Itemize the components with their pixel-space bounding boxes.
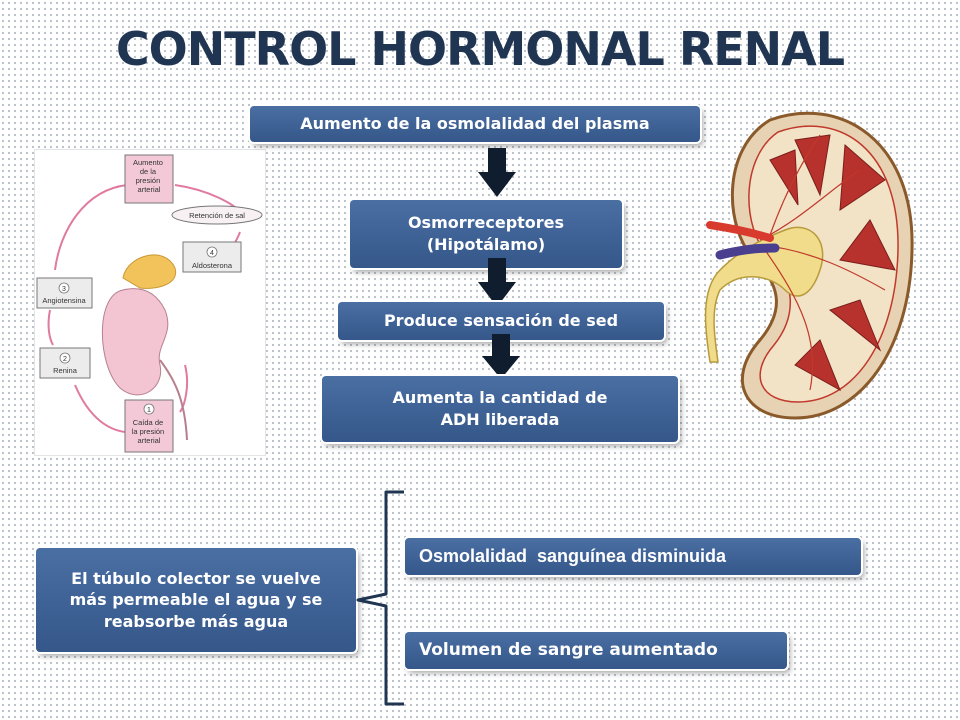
tubulo-colector-box: El túbulo colector se vuelve más permeab… — [36, 548, 356, 652]
num-circle-2 — [59, 352, 71, 364]
cycle-arrow-kidney — [179, 364, 189, 413]
label-aldosterona: Aldosterona — [192, 261, 233, 270]
flow-step-osmolalidad-label: Aumento de la osmolalidad del plasma — [300, 114, 650, 134]
label-caida-1: Caída de — [133, 418, 163, 427]
kidney-cross-section-illustration — [704, 111, 914, 420]
label-aumento-4: arterial — [138, 185, 161, 194]
kidney-icon — [101, 288, 169, 396]
num-4: 4 — [210, 250, 214, 257]
down-arrow-3 — [482, 334, 520, 379]
flow-step-osmorreceptores: Osmorreceptores (Hipotálamo) — [350, 200, 622, 268]
cycle-arrow-left-lower — [47, 309, 54, 346]
flow-step-adh-line1: Aumenta la cantidad de — [392, 388, 608, 408]
tubulo-colector-line2: más permeable el agua y se — [69, 590, 323, 610]
label-retencion: Retención de sal — [189, 211, 245, 220]
ellipse-retencion — [171, 205, 263, 225]
down-arrow-2 — [478, 258, 516, 307]
renal-pelvis — [704, 226, 824, 363]
label-aumento-3: presión — [136, 176, 161, 185]
renal-vein — [715, 243, 780, 260]
raas-diagram: Aumento de la presión arterial Retención… — [36, 154, 263, 453]
raas-diagram-panel: Aumento de la presión arterial Retención… — [35, 150, 265, 455]
svg-text:Aumento de la pres: Aumento de la presión arterial — [133, 158, 165, 194]
flow-step-osmorreceptores-line1: Osmorreceptores — [407, 213, 565, 233]
label-aumento-1: Aumento — [133, 158, 163, 167]
cycle-arrow-bottom — [74, 384, 126, 433]
flow-step-adh-line2: ADH liberada — [440, 410, 560, 429]
num-circle-1 — [143, 403, 155, 415]
result-volumen-label: Volumen de sangre aumentado — [419, 640, 718, 661]
adrenal-gland-icon — [122, 254, 177, 289]
num-circle-3 — [58, 282, 70, 294]
num-2: 2 — [63, 356, 67, 363]
num-3: 3 — [62, 286, 66, 293]
flow-step-sed: Produce sensación de sed — [338, 302, 664, 340]
renal-artery — [706, 221, 774, 242]
page-title: CONTROL HORMONAL RENAL — [115, 22, 845, 76]
svg-text:Caída de la presión: Caída de la presión arterial — [132, 418, 167, 445]
result-osmolalidad-box: Osmolalidad sanguínea disminuida — [405, 538, 861, 575]
down-arrow-1 — [478, 148, 516, 197]
flow-step-osmolalidad: Aumento de la osmolalidad del plasma — [250, 106, 700, 142]
ureter-icon — [159, 359, 188, 441]
flow-step-adh: Aumenta la cantidad de ADH liberada — [322, 376, 678, 442]
label-caida-2: la presión — [132, 427, 165, 436]
num-1: 1 — [147, 407, 151, 414]
cycle-arrow-top-left — [54, 184, 128, 271]
label-renina: Renina — [53, 366, 78, 375]
box-aumento-presion — [124, 154, 174, 204]
num-circle-4 — [206, 246, 218, 258]
renal-pyramids — [769, 134, 896, 392]
label-aumento-2: de la — [140, 167, 157, 176]
flow-step-osmorreceptores-line2: (Hipotálamo) — [426, 235, 546, 254]
result-osmolalidad-label: Osmolalidad sanguínea disminuida — [419, 546, 727, 567]
label-caida-3: arterial — [138, 436, 161, 445]
curly-brace — [356, 490, 404, 706]
flow-step-sed-label: Produce sensación de sed — [383, 311, 619, 331]
result-volumen-box: Volumen de sangre aumentado — [405, 632, 787, 669]
tubulo-colector-line1: El túbulo colector se vuelve — [71, 568, 321, 588]
label-angiotensina: Angiotensina — [42, 296, 86, 305]
tubulo-colector-line3: reabsorbe más agua — [103, 611, 289, 631]
